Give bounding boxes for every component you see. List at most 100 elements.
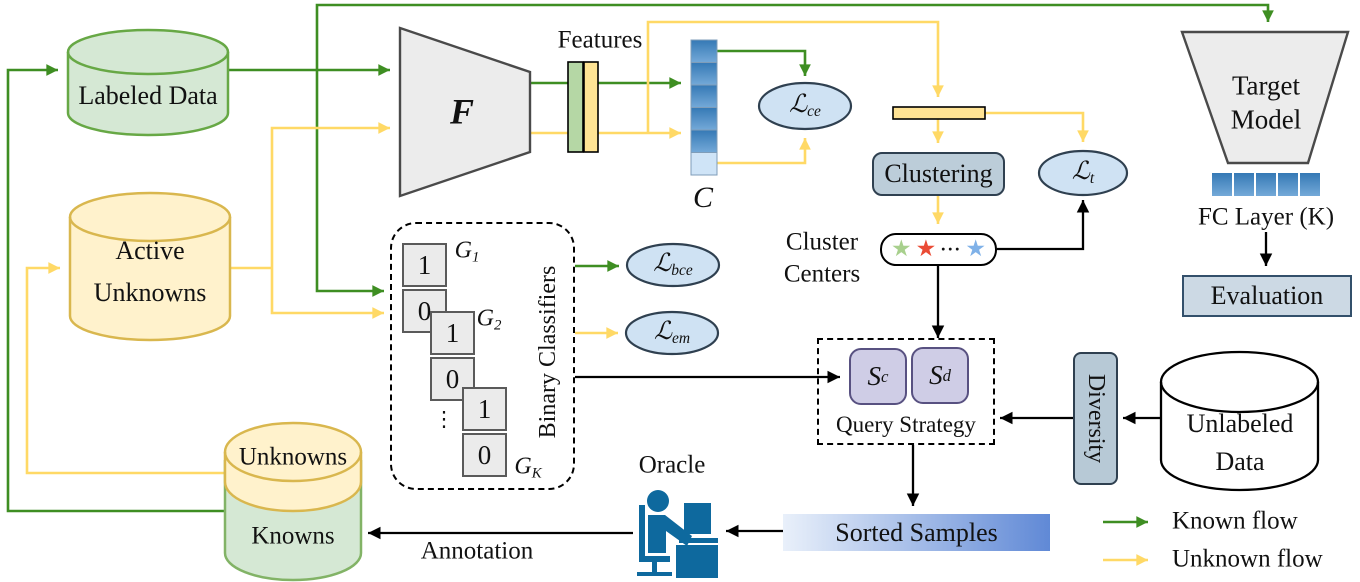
loss-ce-sub: ce <box>807 103 821 121</box>
loss-em-main: ℒ <box>653 318 672 346</box>
active-unknowns-cylinder <box>68 191 232 342</box>
oracle-label: Oracle <box>638 451 706 479</box>
evaluation-box: Evaluation <box>1182 275 1352 317</box>
flow-unknowns-to-active <box>25 262 225 475</box>
loss-bce-main: ℒ <box>653 250 672 278</box>
cluster-star-red: ★ <box>915 236 937 262</box>
flow-green-to-classifiers <box>315 70 384 297</box>
loss-ce-ellipse <box>757 81 853 131</box>
evaluation-label: Evaluation <box>1210 281 1324 310</box>
g1-sub: 1 <box>471 249 480 266</box>
unknown-flow-lines <box>25 20 1148 566</box>
fc-layer-label: FC Layer (K) <box>1197 203 1335 231</box>
loss-t-sub: t <box>1089 170 1095 188</box>
loss-bce-sub: bce <box>671 262 693 280</box>
classifier-ellipsis: ⋮ <box>433 406 455 431</box>
cell-5-value: 1 <box>477 393 492 424</box>
flow-yellow-to-classifiers <box>270 268 384 319</box>
unknowns-label: Unknowns <box>238 443 348 471</box>
g1-label: G1 <box>455 238 480 267</box>
cluster-star-green: ★ <box>891 236 912 262</box>
diversity-box: Diversity <box>1073 352 1118 485</box>
loss-t-main: ℒ <box>1071 158 1090 186</box>
feature-extractor-trapezoid <box>398 26 532 198</box>
query-strategy-label: Query Strategy <box>836 411 976 437</box>
target-model-trapezoid <box>1180 30 1350 165</box>
loss-em-sub: em <box>671 330 691 348</box>
black-flow-lines <box>368 200 1273 540</box>
loss-ce-main: ℒ <box>789 91 808 119</box>
feature-extractor-label: F <box>449 91 475 132</box>
classifier-cell-1: 1 <box>402 243 447 287</box>
gk-label: GK <box>514 454 541 483</box>
unlabeled-data-label-2: Data <box>1215 447 1265 477</box>
known-flow-lines <box>6 3 1274 528</box>
flow-active-to-f <box>270 122 390 268</box>
diversity-label: Diversity <box>1083 373 1110 464</box>
flow-c-to-lce-yellow <box>717 138 811 165</box>
cell-4-value: 0 <box>445 363 460 394</box>
clustering-label: Clustering <box>884 159 993 188</box>
classifier-cell-6: 0 <box>462 433 507 477</box>
cell-3-value: 1 <box>445 317 460 348</box>
loss-bce-label: ℒbce <box>653 250 693 280</box>
cluster-dots: ··· <box>940 239 962 259</box>
unlabeled-data-cylinder <box>1159 350 1320 492</box>
features-bar-yellow <box>583 61 599 153</box>
loss-ce-label: ℒce <box>789 91 821 121</box>
target-model-label-2: Model <box>1230 104 1302 135</box>
loss-t-ellipse <box>1037 149 1129 197</box>
annotation-label: Annotation <box>420 537 534 565</box>
binary-classifiers-title: Binary Classifiers <box>535 265 562 439</box>
loss-em-ellipse <box>624 310 720 356</box>
clustering-box: Clustering <box>872 152 1005 196</box>
flow-bar-to-lt <box>985 111 1089 142</box>
gk-main: G <box>514 453 532 480</box>
cluster-centers-label-2: Centers <box>783 260 861 288</box>
sd-label: S <box>929 360 943 390</box>
logits-c-label: C <box>692 180 714 214</box>
labeled-data-label: Labeled Data <box>78 81 218 111</box>
unknowns-cylinder <box>223 421 363 513</box>
flow-centers-to-lt <box>997 200 1090 251</box>
loss-t-label: ℒt <box>1072 158 1094 188</box>
active-unknowns-label-1: Active <box>115 236 185 266</box>
classifier-cell-3: 1 <box>430 311 475 355</box>
features-label: Features <box>557 26 643 54</box>
loss-bce-ellipse <box>625 242 721 288</box>
sorted-samples-label: Sorted Samples <box>835 517 998 547</box>
g1-main: G <box>454 237 472 264</box>
sc-label: S <box>867 361 882 391</box>
cluster-centers-pill: ★ ★ ··· ★ <box>880 233 997 266</box>
g2-main: G <box>476 305 494 332</box>
g2-label: G2 <box>477 306 502 335</box>
flow-top-to-target-model <box>315 3 1274 70</box>
cluster-star-blue: ★ <box>965 236 986 262</box>
active-unknowns-label-2: Unknowns <box>93 278 207 308</box>
flow-features-to-bar <box>646 20 944 133</box>
flow-knowns-to-labeled <box>6 64 225 513</box>
fc-layer-cells <box>1212 173 1320 196</box>
g2-sub: 2 <box>493 317 502 334</box>
flow-c-to-lce-green <box>717 49 811 76</box>
knowns-label: Knowns <box>251 522 335 550</box>
sorted-samples-bar: Sorted Samples <box>783 514 1050 551</box>
features-bar-green <box>567 61 584 153</box>
classifier-cell-5: 1 <box>462 387 507 431</box>
gk-sub: K <box>531 465 542 482</box>
target-model-label-1: Target <box>1231 70 1301 101</box>
binary-classifiers-box <box>390 222 575 490</box>
sd-sub: d <box>942 365 951 385</box>
cell-1-value: 1 <box>417 249 432 280</box>
labeled-data-cylinder <box>66 28 230 137</box>
classifier-cell-4: 0 <box>430 357 475 401</box>
sc-sub: c <box>881 366 889 386</box>
cell-6-value: 0 <box>477 439 492 470</box>
cluster-centers-label-1: Cluster <box>785 228 859 256</box>
cell-2-value: 0 <box>417 295 432 326</box>
unlabeled-data-label-1: Unlabeled <box>1186 409 1294 439</box>
